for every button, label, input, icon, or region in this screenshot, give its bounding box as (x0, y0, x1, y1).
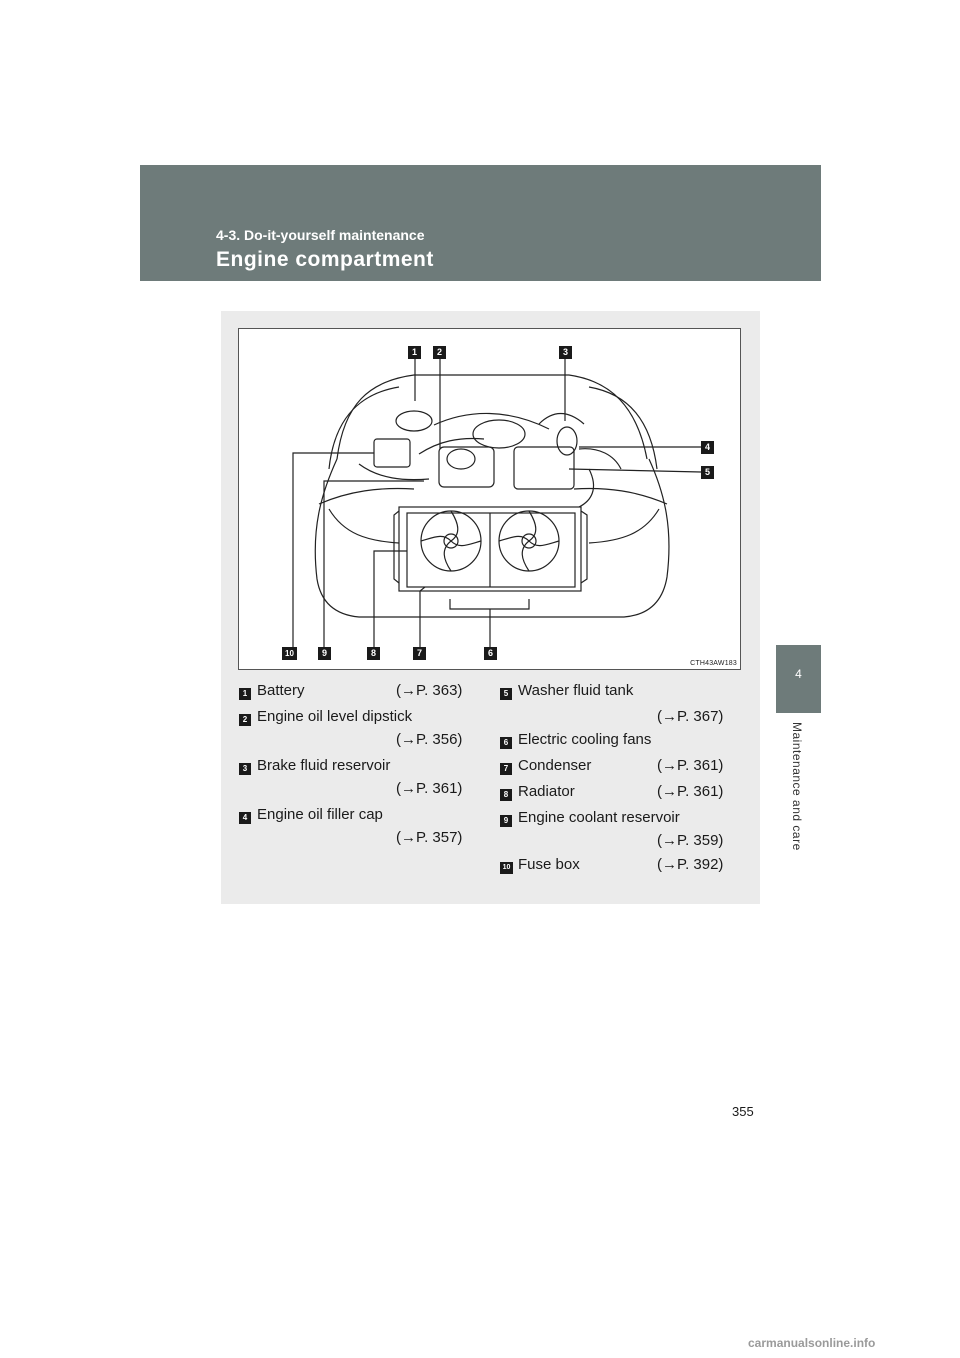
legend-badge: 8 (500, 789, 512, 801)
header-band: 4-3. Do-it-yourself maintenance Engine c… (140, 165, 821, 281)
legend-badge: 9 (500, 815, 512, 827)
legend-badge: 10 (500, 862, 513, 874)
legend-badge: 3 (239, 763, 251, 775)
legend-badge: 7 (500, 763, 512, 775)
legend-ref: (→P. 392) (657, 856, 724, 873)
chapter-title: Maintenance and care (790, 722, 804, 851)
legend-label: Engine coolant reservoir (518, 809, 680, 826)
legend-ref: (→P. 356) (396, 731, 463, 748)
legend-label: Brake fluid reservoir (257, 757, 391, 774)
legend-ref: (→P. 359) (657, 832, 724, 849)
chapter-number: 4 (795, 667, 802, 681)
content-box: 1 2 3 4 5 10 9 8 7 6 CTH43AW183 1 Batter… (221, 311, 760, 904)
legend-label: Fuse box (518, 856, 580, 873)
legend-badge: 5 (500, 688, 512, 700)
callout-2: 2 (433, 346, 446, 359)
legend-label: Electric cooling fans (518, 731, 652, 748)
callout-6: 6 (484, 647, 497, 660)
legend-ref: (→P. 357) (396, 829, 463, 846)
page-title: Engine compartment (216, 248, 434, 271)
legend-ref: (→P. 361) (396, 780, 463, 797)
legend-ref: (→P. 363) (396, 682, 463, 699)
engine-drawing (292, 359, 702, 647)
legend-label: Washer fluid tank (518, 682, 634, 699)
legend-badge: 2 (239, 714, 251, 726)
chapter-tab[interactable]: 4 (776, 645, 821, 713)
legend-ref: (→P. 361) (657, 757, 724, 774)
legend-ref: (→P. 367) (657, 708, 724, 725)
callout-10: 10 (282, 647, 297, 660)
section-label: 4-3. Do-it-yourself maintenance (216, 227, 425, 243)
legend-label: Engine oil filler cap (257, 806, 383, 823)
callout-8: 8 (367, 647, 380, 660)
callout-3: 3 (559, 346, 572, 359)
callout-4: 4 (701, 441, 714, 454)
legend-label: Engine oil level dipstick (257, 708, 413, 725)
callout-9: 9 (318, 647, 331, 660)
legend-label: Battery (257, 682, 305, 699)
page-number: 355 (732, 1104, 754, 1119)
callout-7: 7 (413, 647, 426, 660)
legend-label: Condenser (518, 757, 592, 774)
engine-illustration: 1 2 3 4 5 10 9 8 7 6 CTH43AW183 (238, 328, 741, 670)
legend-label: Radiator (518, 783, 575, 800)
legend-badge: 6 (500, 737, 512, 749)
callout-1: 1 (408, 346, 421, 359)
callout-5: 5 (701, 466, 714, 479)
legend-ref: (→P. 361) (657, 783, 724, 800)
figure-code: CTH43AW183 (690, 660, 737, 667)
legend-badge: 1 (239, 688, 251, 700)
watermark: carmanualsonline.info (748, 1336, 876, 1350)
legend-badge: 4 (239, 812, 251, 824)
